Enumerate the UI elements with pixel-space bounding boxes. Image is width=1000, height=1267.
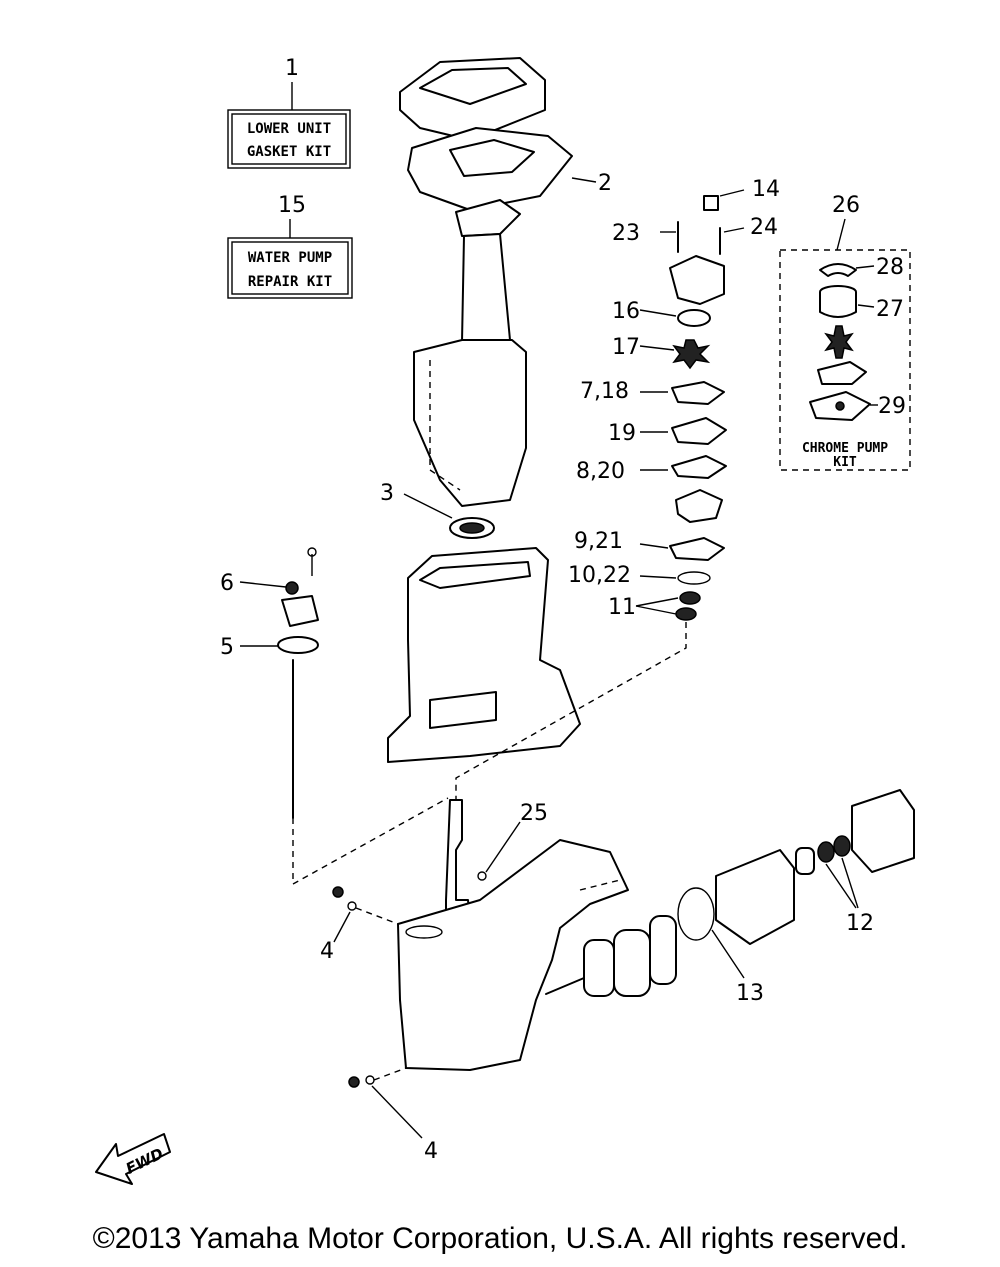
callout-29: 29 bbox=[878, 394, 906, 419]
callout-17: 17 bbox=[612, 335, 640, 360]
gasket-icon bbox=[817, 361, 867, 385]
water-pump-kit-line2: REPAIR KIT bbox=[248, 274, 332, 290]
callout-16: 16 bbox=[612, 299, 640, 324]
shift-rod-parts: 6 5 bbox=[220, 547, 319, 819]
seal-3: 3 bbox=[380, 481, 495, 539]
callout-23: 23 bbox=[612, 221, 640, 246]
gasket-kit-line1: LOWER UNIT bbox=[247, 121, 331, 137]
callout-26: 26 bbox=[832, 193, 860, 218]
callout-2: 2 bbox=[598, 171, 612, 196]
callout-9-21: 9,21 bbox=[574, 529, 623, 554]
callout-4-lower: 4 bbox=[424, 1139, 438, 1164]
callout-19: 19 bbox=[608, 421, 636, 446]
callout-12: 12 bbox=[846, 911, 874, 936]
water-pump-stack: 14 23 24 16 17 7,18 19 8,20 9,21 10,22 1 bbox=[455, 177, 780, 800]
callout-11: 11 bbox=[608, 595, 636, 620]
callout-3: 3 bbox=[380, 481, 394, 506]
copyright-notice: ©2013 Yamaha Motor Corporation, U.S.A. A… bbox=[92, 1222, 908, 1255]
lower-unit-casing: 25 4 4 bbox=[292, 797, 629, 1164]
callout-15: 15 bbox=[278, 193, 306, 218]
chrome-pump-kit-line1: CHROME PUMP bbox=[802, 441, 888, 456]
callout-1: 1 bbox=[285, 56, 299, 81]
callout-13: 13 bbox=[736, 981, 764, 1006]
callout-6: 6 bbox=[220, 571, 234, 596]
part-27-cup-icon bbox=[819, 292, 857, 318]
callout-10-22: 10,22 bbox=[568, 563, 631, 588]
callout-7-18: 7,18 bbox=[580, 379, 629, 404]
callout-4-upper: 4 bbox=[320, 939, 334, 964]
gasket-kit-line2: GASKET KIT bbox=[247, 144, 331, 160]
callout-8-20: 8,20 bbox=[576, 459, 625, 484]
callout-14: 14 bbox=[752, 177, 780, 202]
callout-5: 5 bbox=[220, 635, 234, 660]
callout-28: 28 bbox=[876, 255, 904, 280]
forward-direction-arrow: FWD bbox=[95, 1133, 171, 1185]
drive-shaft-housing bbox=[413, 199, 527, 507]
chrome-pump-kit-line2: KIT bbox=[833, 455, 857, 470]
callout-25: 25 bbox=[520, 801, 548, 826]
water-pump-kit-line1: WATER PUMP bbox=[248, 250, 332, 266]
part-28-liner-icon bbox=[819, 263, 857, 277]
chrome-pump-kit-group[interactable]: 26 28 27 29 CHROME PUMP KIT bbox=[779, 193, 911, 471]
propeller-shaft-parts: 13 12 bbox=[545, 789, 915, 1006]
upper-cover-assembly: 2 bbox=[399, 57, 612, 211]
water-pump-kit-box[interactable]: 15 WATER PUMP REPAIR KIT bbox=[227, 193, 353, 299]
upper-casing bbox=[387, 547, 581, 763]
callout-27: 27 bbox=[876, 297, 904, 322]
callout-24: 24 bbox=[750, 215, 778, 240]
gasket-2-icon bbox=[407, 127, 573, 211]
gasket-kit-box[interactable]: 1 LOWER UNIT GASKET KIT bbox=[227, 56, 351, 169]
impeller-icon bbox=[824, 325, 854, 359]
